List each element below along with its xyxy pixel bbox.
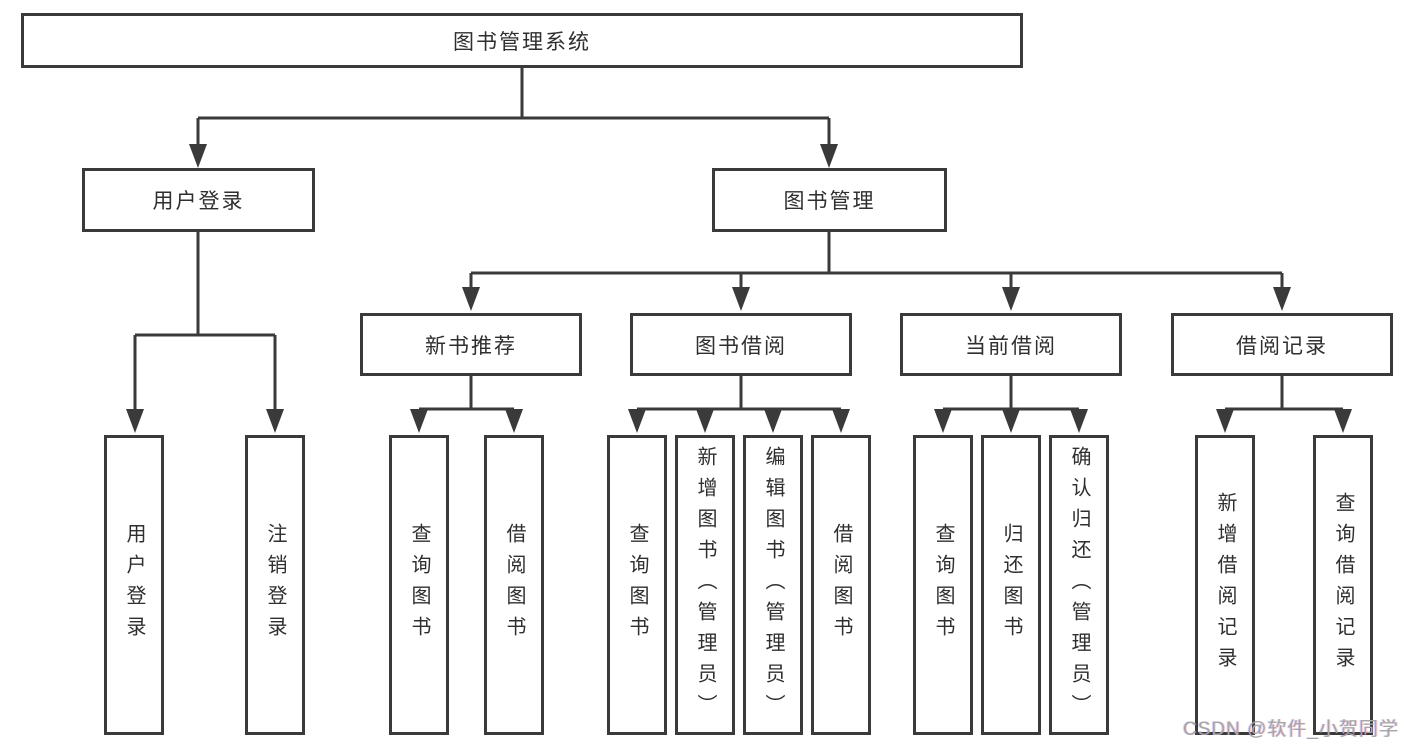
- leaf-bb-query-book: 查询图书: [607, 435, 667, 735]
- connector-book-mgmt-split: [469, 232, 1284, 289]
- leaf-rec-query-book: 查询图书: [389, 435, 449, 735]
- leaf-bb-edit-book-label: 编辑图书（管理员）: [762, 445, 784, 725]
- node-borrow-records-label: 借阅记录: [1236, 334, 1328, 358]
- leaf-bb-borrow-book: 借阅图书: [811, 435, 871, 735]
- leaf-user-login-label: 用户登录: [123, 523, 145, 647]
- node-book-borrow: 图书借阅: [630, 313, 852, 376]
- leaf-br-add-record: 新增借阅记录: [1195, 435, 1255, 735]
- node-user-login-label: 用户登录: [152, 190, 245, 213]
- node-new-book-rec: 新书推荐: [360, 313, 582, 376]
- leaf-bb-add-book: 新增图书（管理员）: [675, 435, 735, 735]
- connector-current-borrow-split: [941, 376, 1081, 411]
- node-book-borrow-label: 图书借阅: [695, 334, 787, 358]
- csdn-watermark: CSDN @软件_小贺同学: [1183, 719, 1399, 740]
- leaf-bb-edit-book: 编辑图书（管理员）: [743, 435, 803, 735]
- leaf-cb-query-book: 查询图书: [913, 435, 973, 735]
- leaf-cb-confirm-return-label: 确认归还（管理员）: [1068, 445, 1090, 725]
- connector-new-book-rec-split: [417, 376, 516, 411]
- leaf-cb-return-book-label: 归还图书: [1000, 523, 1022, 647]
- leaf-rec-query-book-label: 查询图书: [408, 523, 430, 647]
- leaf-user-login: 用户登录: [104, 435, 164, 735]
- leaf-logout: 注销登录: [245, 435, 305, 735]
- leaf-bb-query-book-label: 查询图书: [626, 523, 648, 647]
- leaf-rec-borrow-book-label: 借阅图书: [503, 523, 525, 647]
- arrowheads: [126, 144, 1352, 433]
- connector-book-borrow-split: [635, 376, 843, 411]
- connector-root-split: [196, 68, 831, 146]
- node-root: 图书管理系统: [21, 13, 1023, 68]
- leaf-logout-label: 注销登录: [264, 523, 286, 647]
- leaf-cb-query-book-label: 查询图书: [932, 523, 954, 647]
- node-book-mgmt-label: 图书管理: [783, 190, 876, 213]
- node-current-borrow: 当前借阅: [900, 313, 1122, 376]
- leaf-br-query-record-label: 查询借阅记录: [1332, 492, 1354, 678]
- leaf-bb-add-book-label: 新增图书（管理员）: [694, 445, 716, 725]
- leaf-bb-borrow-book-label: 借阅图书: [830, 523, 852, 647]
- node-user-login: 用户登录: [82, 168, 315, 232]
- node-root-label: 图书管理系统: [453, 30, 591, 54]
- leaf-cb-confirm-return: 确认归还（管理员）: [1049, 435, 1109, 735]
- leaf-br-query-record: 查询借阅记录: [1313, 435, 1373, 735]
- leaf-br-add-record-label: 新增借阅记录: [1214, 492, 1236, 678]
- connector-user-login-split: [133, 232, 277, 410]
- connector-borrow-records-split: [1223, 376, 1345, 411]
- leaf-rec-borrow-book: 借阅图书: [484, 435, 544, 735]
- node-book-mgmt: 图书管理: [712, 168, 947, 232]
- node-current-borrow-label: 当前借阅: [965, 334, 1057, 358]
- leaf-cb-return-book: 归还图书: [981, 435, 1041, 735]
- node-borrow-records: 借阅记录: [1171, 313, 1393, 376]
- node-new-book-rec-label: 新书推荐: [425, 334, 517, 358]
